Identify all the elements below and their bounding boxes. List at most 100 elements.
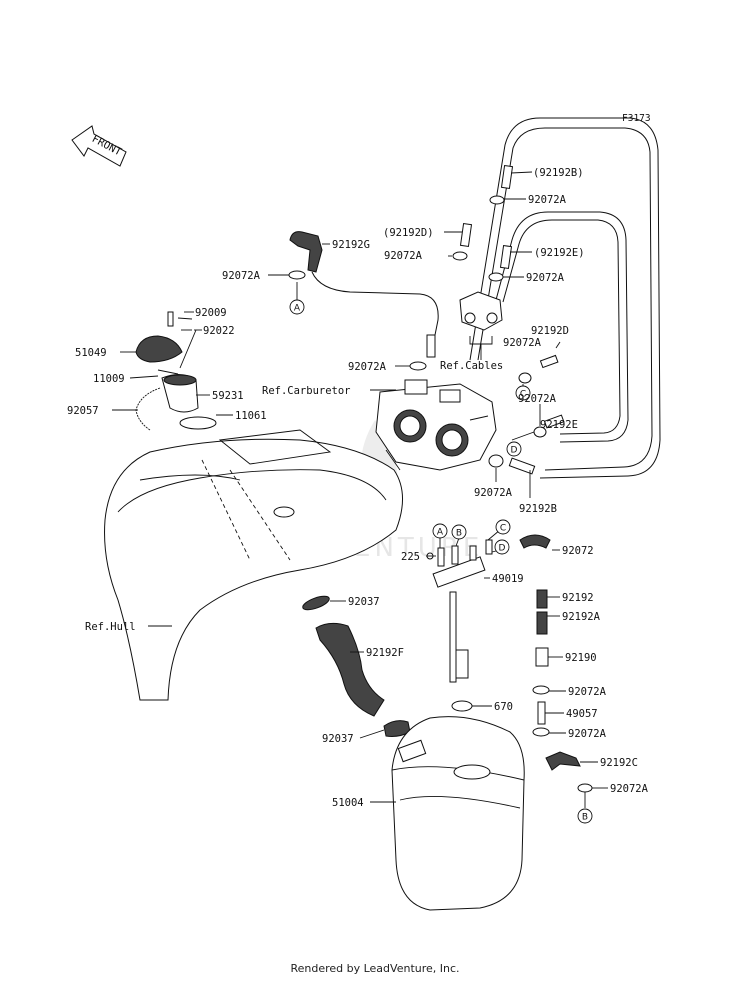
- clamp-92072a-7: [488, 454, 504, 468]
- label-92072a-7: 92072A: [474, 487, 513, 499]
- check-valve-49057: [537, 701, 546, 725]
- label-51049: 51049: [75, 347, 107, 359]
- gasket-670: [451, 700, 473, 712]
- label-92072: 92072: [562, 545, 594, 557]
- label-92190: 92190: [565, 652, 597, 664]
- clamp-92072: [519, 534, 551, 549]
- svg-text:C: C: [500, 524, 506, 534]
- clamp-92072a-9: [532, 727, 550, 737]
- strap-92057: [135, 387, 161, 431]
- label-92192d-paren: (92192D): [383, 227, 434, 239]
- clamp-92037-upper: [302, 595, 330, 611]
- fuel-pickup-assembly: [426, 539, 493, 683]
- clamp-92072a-4: [518, 372, 532, 384]
- hose-92190: [535, 647, 549, 667]
- part-labels: (92192B) 92072A (92192D) 92192G 92072A (…: [67, 167, 649, 809]
- label-92072a-left: 92072A: [222, 270, 261, 282]
- fuel-tank-51004: [391, 716, 525, 911]
- label-92072a-4: 92072A: [503, 337, 542, 349]
- clamp-92072a-3: [488, 272, 504, 282]
- label-92072a-2: 92072A: [384, 250, 423, 262]
- label-ref-carburetor: Ref.Carburetor: [262, 385, 351, 397]
- svg-text:D: D: [511, 446, 518, 456]
- callout-b-lower: B: [451, 524, 467, 540]
- label-92072a-3: 92072A: [526, 272, 565, 284]
- vent-line: [311, 271, 439, 341]
- label-92072a-6: 92072A: [518, 393, 557, 405]
- label-92192b-paren: (92192B): [533, 167, 584, 179]
- screw-92009: [167, 311, 174, 327]
- label-92037-upper: 92037: [348, 596, 380, 608]
- footer-credit: Rendered by LeadVenture, Inc.: [290, 962, 460, 975]
- hose-92192e: [543, 414, 565, 429]
- svg-text:D: D: [499, 544, 506, 554]
- elbow-hose-92192g: [289, 231, 323, 273]
- gasket-11061: [179, 416, 217, 430]
- label-92192e: 92192E: [540, 419, 578, 431]
- label-92192: 92192: [562, 592, 594, 604]
- o-ring-11009: [157, 369, 179, 375]
- label-225: 225: [401, 551, 420, 563]
- label-59231: 59231: [212, 390, 244, 402]
- hose-short-carb: [426, 334, 436, 358]
- clamp-92072a-1: [489, 195, 505, 205]
- clamp-92072a-8: [532, 685, 550, 695]
- fuel-valve-cable-bracket: [459, 291, 503, 360]
- callout-c-lower: C: [495, 519, 511, 535]
- label-92072a-9: 92072A: [568, 728, 607, 740]
- hose-92192b-upper: [500, 164, 514, 190]
- label-92192f: 92192F: [366, 647, 404, 659]
- label-92072a-5: 92072A: [348, 361, 387, 373]
- label-49057: 49057: [566, 708, 598, 720]
- svg-text:A: A: [294, 304, 301, 314]
- figure-code: F3173: [622, 113, 651, 124]
- elbow-hose-92192c: [545, 751, 581, 771]
- label-92057: 92057: [67, 405, 99, 417]
- clamp-92072a-10: [577, 783, 593, 793]
- carburetor-assembly: [375, 379, 497, 471]
- callout-d-lower: D: [494, 539, 510, 555]
- hose-92192d-upper: [459, 222, 473, 248]
- label-92192e-paren: (92192E): [534, 247, 585, 259]
- hose-92192a: [536, 611, 548, 635]
- svg-text:B: B: [456, 529, 462, 539]
- callout-d-upper: D: [506, 441, 522, 457]
- callout-a-upper: A: [289, 299, 305, 315]
- svg-text:C: C: [520, 390, 526, 400]
- svg-text:B: B: [582, 813, 588, 823]
- label-92192a: 92192A: [562, 611, 601, 623]
- callout-b-bottom: B: [577, 808, 593, 824]
- callout-a-lower: A: [432, 523, 448, 539]
- label-49019: 49019: [492, 573, 524, 585]
- hose-92192d: [539, 354, 559, 369]
- label-ref-hull: Ref.Hull: [85, 621, 136, 633]
- hose-92192: [536, 589, 548, 609]
- label-92072a-1: 92072A: [528, 194, 567, 206]
- label-92072a-8: 92072A: [568, 686, 607, 698]
- hose-92192e-upper: [499, 244, 513, 270]
- label-92037-lower: 92037: [322, 733, 354, 745]
- label-92072a-10: 92072A: [610, 783, 649, 795]
- label-92192g: 92192G: [332, 239, 370, 251]
- label-ref-cables: Ref.Cables: [440, 360, 503, 372]
- label-92192b: 92192B: [519, 503, 557, 515]
- hull-deck-outline: [104, 429, 404, 701]
- label-670: 670: [494, 701, 513, 713]
- clamp-92072a-left: [288, 270, 306, 280]
- label-11061: 11061: [235, 410, 267, 422]
- label-92192c: 92192C: [600, 757, 638, 769]
- svg-text:A: A: [437, 528, 444, 538]
- clamp-92072a-carb: [409, 361, 427, 371]
- hose-92192b: [508, 457, 536, 475]
- label-92022: 92022: [203, 325, 235, 337]
- vent-hose-loops: [469, 117, 661, 479]
- label-51004: 51004: [332, 797, 364, 809]
- clamp-92072a-2: [452, 251, 468, 261]
- label-92009: 92009: [195, 307, 227, 319]
- label-92192d: 92192D: [531, 325, 569, 337]
- cap-51049: [135, 335, 183, 363]
- label-11009: 11009: [93, 373, 125, 385]
- callout-c-upper: C: [515, 385, 531, 401]
- filler-hose-92192f: [315, 622, 385, 717]
